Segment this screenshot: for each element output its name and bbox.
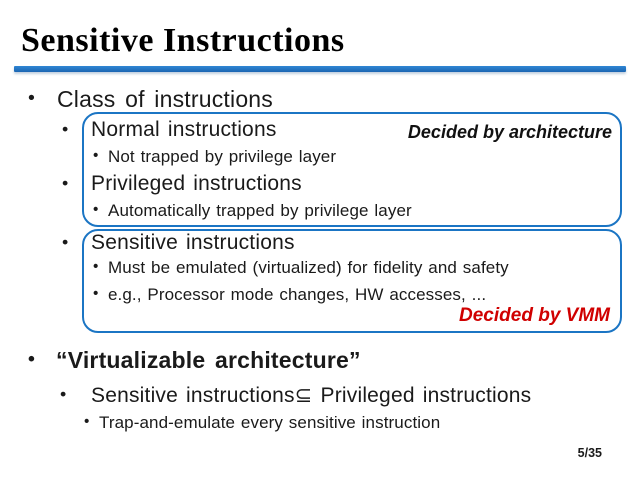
bullet-icon xyxy=(93,147,98,165)
page-number: 5/35 xyxy=(577,446,602,460)
bullet-icon xyxy=(62,119,68,140)
bullet-icon xyxy=(62,232,68,253)
bullet-icon xyxy=(28,87,35,110)
list-item-label: Normal instructions xyxy=(91,118,277,141)
title-underline-rule xyxy=(14,66,626,72)
bullet-icon xyxy=(60,384,66,405)
page-title: Sensitive Instructions xyxy=(21,22,345,59)
list-item-label: Not trapped by privilege layer xyxy=(108,147,337,166)
bullet-icon xyxy=(93,201,98,219)
list-item-label: e.g., Processor mode changes, HW accesse… xyxy=(108,285,487,304)
list-item-label: Privileged instructions xyxy=(91,172,302,195)
list-item-label: Automatically trapped by privilege layer xyxy=(108,201,412,220)
list-item-label: “Virtualizable architecture” xyxy=(56,347,361,373)
bullet-icon xyxy=(62,173,68,194)
list-item-label: Sensitive instructions⊆ Privileged instr… xyxy=(91,384,532,407)
architecture-instructions-box xyxy=(82,112,622,227)
vmm-instructions-box xyxy=(82,229,622,333)
bullet-icon xyxy=(93,285,98,303)
decided-by-architecture-note: Decided by architecture xyxy=(407,122,612,142)
bullet-icon xyxy=(93,258,98,276)
list-item-label: Trap-and-emulate every sensitive instruc… xyxy=(99,413,441,432)
decided-by-vmm-note: Decided by VMM xyxy=(459,305,610,326)
list-item-label: Sensitive instructions xyxy=(91,231,295,254)
bullet-icon xyxy=(84,413,89,431)
list-item-label: Class of instructions xyxy=(57,86,273,112)
bullet-icon xyxy=(28,348,35,371)
list-item-label: Must be emulated (virtualized) for fidel… xyxy=(108,258,509,277)
